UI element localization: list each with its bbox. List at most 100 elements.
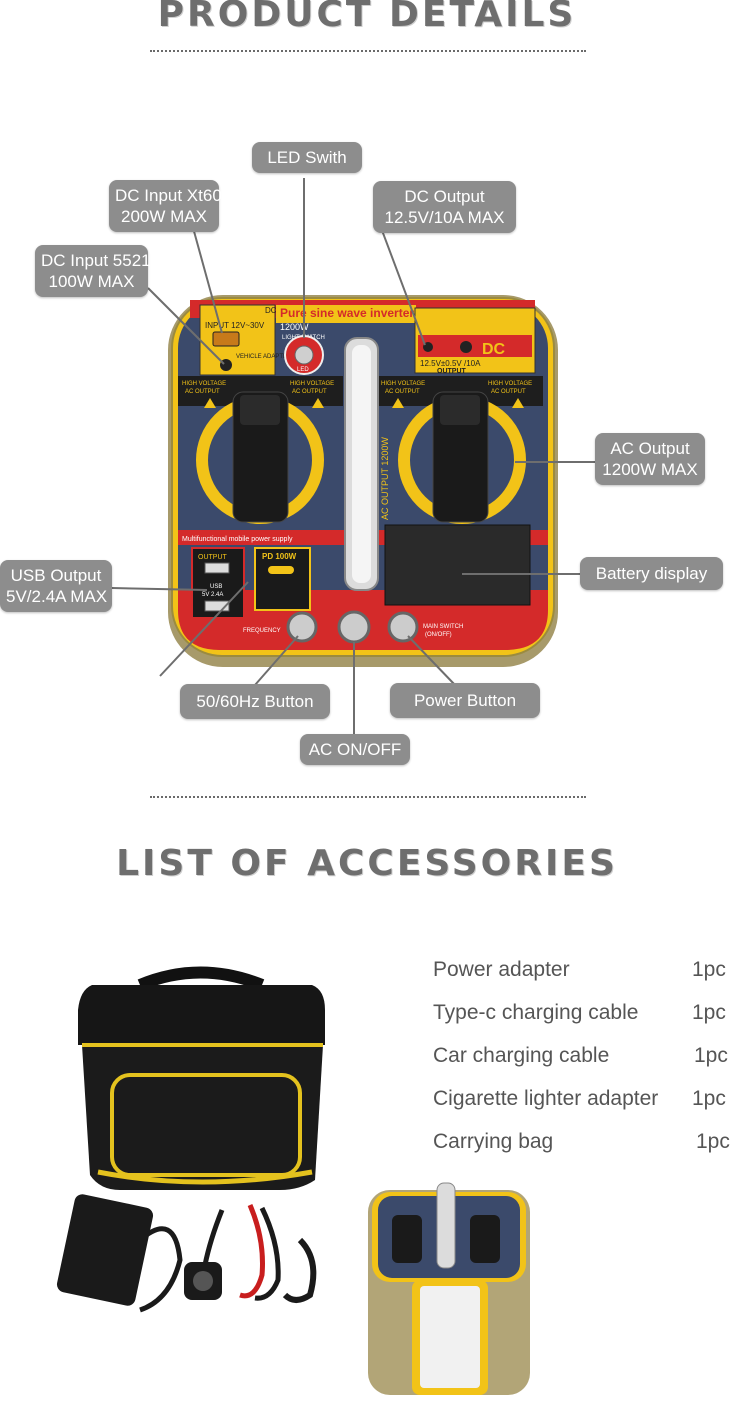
- usb-text: USB: [210, 584, 222, 590]
- carry-handle-inner: [352, 345, 371, 583]
- station-face: [372, 1192, 526, 1282]
- multifunctional-text: Multifunctional mobile power supply: [182, 536, 293, 543]
- label-dc-input-xt60: DC Input Xt60 200W MAX: [109, 180, 222, 232]
- led-text: LED: [297, 367, 309, 373]
- battery-display-screen: [384, 524, 531, 606]
- label-ac-output: AC Output 1200W MAX: [595, 433, 705, 485]
- adapter-brick: [56, 1194, 154, 1306]
- accessory-name: Cigarette lighter adapter: [433, 1087, 659, 1110]
- cigarette-adapter-image: [184, 1209, 225, 1300]
- accessory-item: Cigarette lighter adapter 1pc: [433, 1087, 733, 1111]
- xt60-port: [212, 331, 240, 347]
- station-socket-left: [392, 1215, 422, 1263]
- callout-line-dc-output: [379, 224, 426, 346]
- hv-text-4: HIGH VOLTAGE: [488, 381, 532, 387]
- warning-icon: [512, 398, 524, 408]
- accessory-qty: 1pc: [696, 1130, 730, 1153]
- usb-port-2: [204, 600, 230, 612]
- carrying-bag-image: [78, 966, 325, 1190]
- acout-text-3: AC OUTPUT: [385, 389, 420, 395]
- bag-base-trim: [97, 1169, 313, 1185]
- label-frequency-button: 50/60Hz Button: [180, 684, 330, 719]
- power-button-knob: [387, 611, 419, 643]
- bag-pocket: [110, 1073, 302, 1177]
- hv-text-2: HIGH VOLTAGE: [290, 381, 334, 387]
- divider-bottom: [150, 796, 586, 798]
- cig-body: [184, 1262, 222, 1300]
- callout-line-xt60: [191, 223, 223, 334]
- label-power-button: Power Button: [390, 683, 540, 718]
- label-usb-output: USB Output 5V/2.4A MAX: [0, 560, 112, 612]
- warning-icon: [204, 398, 216, 408]
- station-body: [368, 1190, 530, 1395]
- small-power-station-image: [368, 1182, 530, 1395]
- callout-line-usb-2: [159, 581, 249, 677]
- callout-line-freq: [254, 635, 299, 686]
- dc-output-red: [418, 335, 532, 357]
- cig-socket: [193, 1271, 213, 1291]
- frequency-text: FREQUENCY: [243, 628, 281, 634]
- accessory-name: Power adapter: [433, 958, 570, 981]
- adapter-cable: [138, 1226, 183, 1313]
- ac-onoff-button: [337, 610, 371, 644]
- usb-output-text: OUTPUT: [198, 554, 228, 561]
- station-light: [420, 1286, 480, 1388]
- accessories-title: LIST OF ACCESSORIES: [116, 843, 618, 884]
- cig-cable: [202, 1209, 225, 1266]
- main-switch-text: MAIN SWITCH: [423, 624, 463, 630]
- bag-body: [82, 1045, 323, 1190]
- rating-text: 1200W: [280, 322, 309, 332]
- led-switch-center: [294, 345, 314, 365]
- accessory-qty: 1pc: [692, 1087, 726, 1110]
- callout-line-usb: [111, 587, 208, 591]
- car-cable-black: [254, 1206, 281, 1301]
- acout-text-2: AC OUTPUT: [292, 389, 327, 395]
- accessory-item: Type-c charging cable 1pc: [433, 1001, 733, 1025]
- frequency-button: [286, 611, 318, 643]
- usb-port-1: [204, 562, 230, 574]
- station-socket-right: [470, 1215, 500, 1263]
- callout-line-power: [407, 635, 456, 686]
- dc-watt-text: DC: [265, 306, 277, 315]
- car-cable-plug: [282, 1237, 317, 1303]
- product-details-title: PRODUCT DETAILS: [157, 0, 577, 35]
- pure-sine-text: Pure sine wave inverter: [280, 306, 414, 320]
- pd-text: PD 100W: [262, 552, 297, 561]
- car-cable-red: [239, 1204, 265, 1299]
- ac-socket-latch-right: [440, 395, 480, 425]
- ac-output-vertical-text: AC OUTPUT 1200W: [380, 437, 390, 520]
- warning-icon: [392, 398, 404, 408]
- usb-spec-text: 5V 2.4A: [202, 592, 223, 598]
- accessory-qty: 1pc: [692, 1001, 726, 1024]
- hv-text-1: HIGH VOLTAGE: [182, 381, 226, 387]
- power-adapter-image: [56, 1194, 183, 1313]
- accessory-qty: 1pc: [692, 958, 726, 981]
- label-battery-display: Battery display: [580, 557, 723, 590]
- divider-top: [150, 50, 586, 52]
- accessory-qty: 1pc: [694, 1044, 728, 1067]
- label-dc-input-5521: DC Input 5521 100W MAX: [35, 245, 151, 297]
- accessory-name: Carrying bag: [433, 1130, 554, 1153]
- warning-icon: [312, 398, 324, 408]
- dc-spec-text: 12.5V±0.5V /10A: [420, 359, 481, 368]
- accessory-name: Type-c charging cable: [433, 1001, 639, 1024]
- car-charging-cable-image: [239, 1204, 317, 1303]
- station-panel: [378, 1196, 520, 1278]
- station-light-frame: [412, 1280, 488, 1395]
- label-dc-output: DC Output 12.5V/10A MAX: [373, 181, 516, 233]
- ac-socket-latch-left: [240, 395, 280, 425]
- accessory-name: Car charging cable: [433, 1044, 610, 1067]
- sine-banner: [276, 305, 416, 323]
- vehicle-adapter-text: VEHICLE ADAPTER: [236, 354, 292, 360]
- accessory-item: Car charging cable 1pc: [433, 1044, 733, 1068]
- hv-text-3: HIGH VOLTAGE: [381, 381, 425, 387]
- dc-output-port-2: [460, 341, 472, 353]
- pd-block: [254, 547, 311, 611]
- dc-big-text: DC: [482, 341, 506, 358]
- callout-line-5521: [147, 287, 225, 365]
- bag-handle: [137, 966, 265, 991]
- label-ac-onoff: AC ON/OFF: [300, 734, 410, 765]
- label-led-switch: LED Swith: [252, 142, 362, 173]
- acout-text-1: AC OUTPUT: [185, 389, 220, 395]
- accessory-item: Power adapter 1pc: [433, 958, 733, 982]
